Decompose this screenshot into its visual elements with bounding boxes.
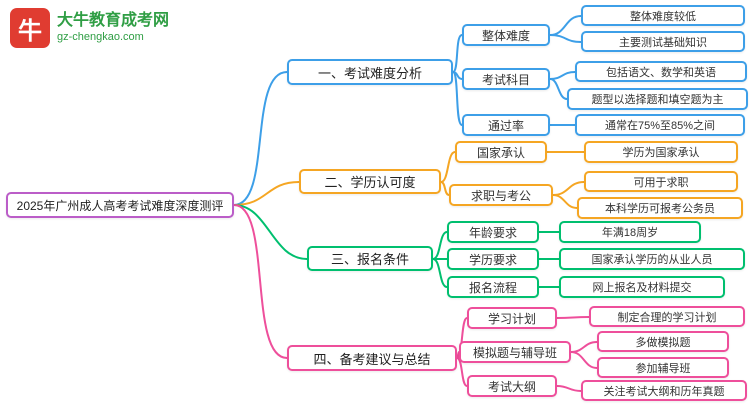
leaf-pass-rate-range: 通常在75%至85%之间 <box>575 114 745 136</box>
leaf-state-recognized-degree: 学历为国家承认 <box>584 141 738 163</box>
leaf-recognized-workers: 国家承认学历的从业人员 <box>559 248 745 270</box>
sub-pass-rate: 通过率 <box>462 114 550 136</box>
root-node: 2025年广州成人高考考试难度深度测评 <box>6 192 234 218</box>
sub-exam-subjects: 考试科目 <box>462 68 550 90</box>
sub-education-requirement: 学历要求 <box>447 248 539 270</box>
leaf-attend-tutoring: 参加辅导班 <box>597 357 729 378</box>
sub-overall-difficulty: 整体难度 <box>462 24 550 46</box>
leaf-subjects-list: 包括语文、数学和英语 <box>575 61 747 82</box>
branch-registration-conditions: 三、报名条件 <box>307 246 433 271</box>
site-logo: 牛 大牛教育成考网 gz-chengkao.com <box>10 8 169 48</box>
leaf-reasonable-study-plan: 制定合理的学习计划 <box>589 306 745 327</box>
leaf-job-hunting: 可用于求职 <box>584 171 738 192</box>
leaf-basic-knowledge: 主要测试基础知识 <box>581 31 745 52</box>
ox-icon: 牛 <box>10 8 50 48</box>
leaf-syllabus-past-papers: 关注考试大纲和历年真题 <box>581 380 747 401</box>
leaf-difficulty-low: 整体难度较低 <box>581 5 745 26</box>
branch-degree-recognition: 二、学历认可度 <box>299 169 441 194</box>
leaf-civil-service-eligible: 本科学历可报考公务员 <box>577 197 743 219</box>
sub-study-plan: 学习计划 <box>467 307 557 329</box>
leaf-question-types: 题型以选择题和填空题为主 <box>567 88 748 110</box>
branch-prep-advice-summary: 四、备考建议与总结 <box>287 345 457 371</box>
branch-exam-difficulty: 一、考试难度分析 <box>287 59 453 85</box>
sub-age-requirement: 年龄要求 <box>447 221 539 243</box>
leaf-age-18: 年满18周岁 <box>559 221 701 243</box>
logo-title: 大牛教育成考网 <box>57 12 170 30</box>
sub-state-recognized: 国家承认 <box>455 141 547 163</box>
leaf-online-registration: 网上报名及材料提交 <box>559 276 725 298</box>
leaf-do-mock-tests: 多做模拟题 <box>597 331 729 352</box>
sub-mock-tests-tutoring: 模拟题与辅导班 <box>459 341 571 363</box>
sub-exam-syllabus: 考试大纲 <box>467 375 557 397</box>
sub-jobs-civil-service: 求职与考公 <box>449 184 553 206</box>
sub-registration-process: 报名流程 <box>447 276 539 298</box>
logo-subtitle: gz-chengkao.com <box>57 31 144 44</box>
